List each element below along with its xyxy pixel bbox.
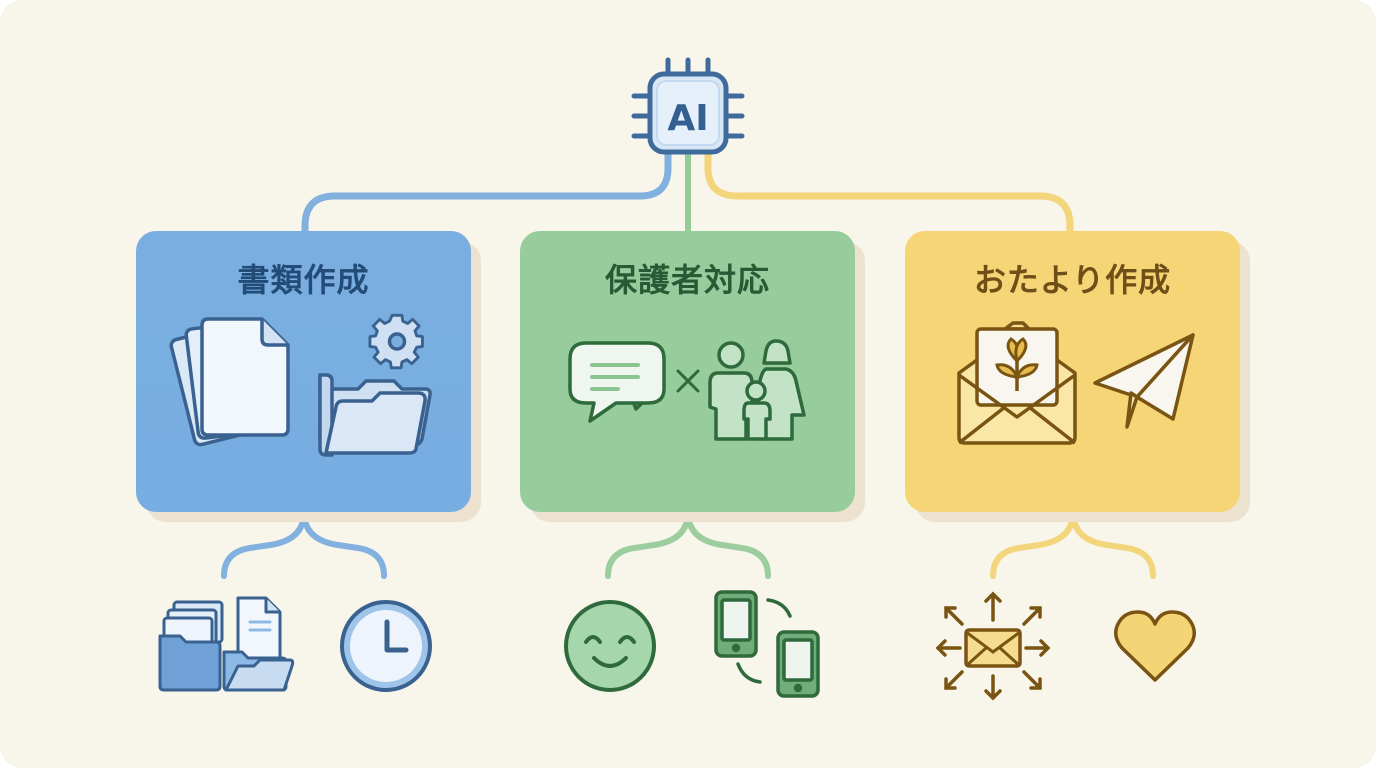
- connector-yellow-top: [704, 148, 1074, 244]
- file-folders-icon: [158, 596, 295, 692]
- folder-gear-icon: [318, 313, 432, 457]
- times-icon: [676, 369, 700, 393]
- ai-label: AI: [667, 98, 708, 139]
- branch-title: 書類作成: [237, 261, 370, 299]
- connector-yellow-fork-left: [990, 509, 1076, 579]
- connector-green-fork-right: [685, 509, 771, 579]
- document-stack-icon: [169, 317, 290, 447]
- branch-card-parent-support[interactable]: 保護者対応: [520, 231, 865, 522]
- envelope-letter-icon: [957, 321, 1077, 445]
- branch-title: おたより作成: [973, 261, 1172, 299]
- branch-card-documents[interactable]: 書類作成: [136, 231, 481, 522]
- connector-green-fork-left: [605, 509, 691, 579]
- paper-plane-icon: [1093, 333, 1195, 429]
- smile-face-icon: [564, 600, 656, 692]
- mail-broadcast-icon: [935, 591, 1051, 701]
- branch-title: 保護者対応: [604, 261, 770, 299]
- connector-yellow-fork-right: [1070, 509, 1156, 579]
- connector-blue-fork-right: [301, 509, 387, 579]
- ai-chip: AI: [630, 56, 746, 160]
- family-icon: [708, 339, 806, 441]
- branch-card-newsletter[interactable]: おたより作成: [905, 231, 1250, 522]
- connector-blue-top: [301, 148, 672, 244]
- phone-sync-icon: [714, 590, 820, 698]
- chat-bubble-icon: [568, 341, 666, 423]
- clock-icon: [340, 600, 432, 692]
- heart-icon: [1114, 610, 1196, 682]
- ai-chip-icon: AI: [631, 57, 745, 155]
- connector-blue-fork-left: [221, 509, 307, 579]
